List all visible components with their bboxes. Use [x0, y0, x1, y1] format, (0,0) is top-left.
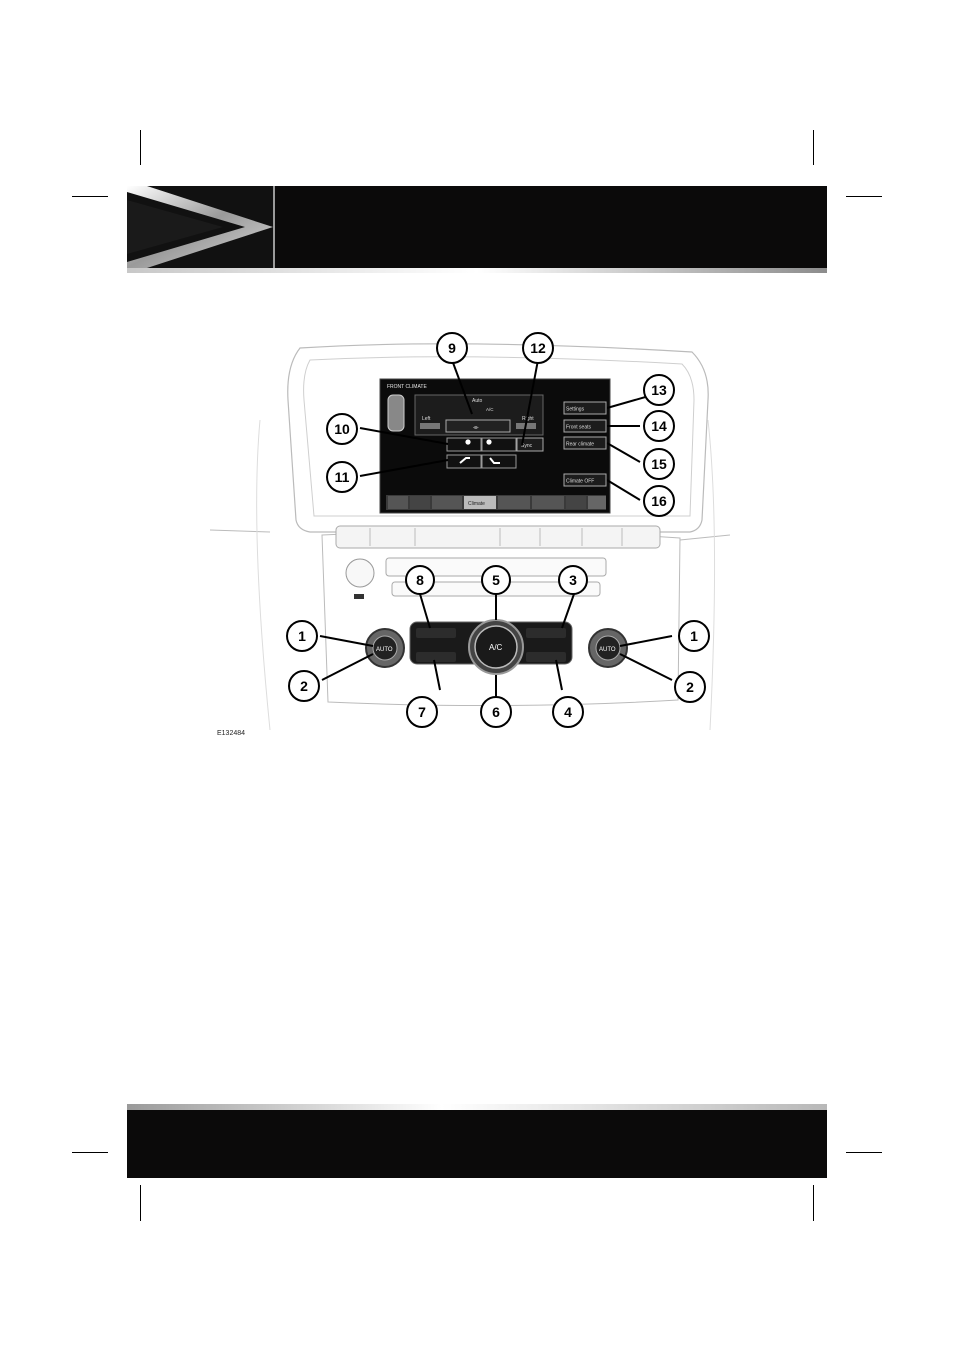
- svg-text:5: 5: [492, 572, 500, 588]
- callout-12: 12: [523, 333, 553, 363]
- left-auto-label: AUTO: [376, 647, 393, 653]
- rear-defrost-button[interactable]: [416, 652, 456, 662]
- svg-text:1: 1: [690, 628, 698, 644]
- header-banner: [127, 186, 827, 268]
- callout-5: 5: [482, 566, 510, 594]
- svg-text:2: 2: [300, 678, 308, 694]
- tab-empty[interactable]: [388, 496, 408, 509]
- callout-10: 10: [327, 414, 357, 444]
- crop-mark: [140, 1185, 141, 1221]
- callout-8: 8: [406, 566, 434, 594]
- header-divider: [273, 186, 275, 268]
- climate-panel: A/C AUTO AUTO: [366, 620, 627, 674]
- svg-text:12: 12: [530, 340, 546, 356]
- touchscreen: FRONT CLIMATE Auto A/C Left Right ⌯ Sync…: [380, 379, 610, 513]
- svg-text:8: 8: [416, 572, 424, 588]
- header-rule: [127, 268, 827, 273]
- car-outline-icon: [388, 395, 404, 431]
- svg-text:13: 13: [651, 382, 667, 398]
- chevron-graphic: [127, 186, 273, 268]
- seat-occupant-icon: [486, 439, 491, 444]
- ac-button-label: A/C: [489, 643, 503, 652]
- crop-mark: [846, 1152, 882, 1153]
- left-zone-label: Left: [422, 416, 431, 422]
- heated-seat-left-button[interactable]: [447, 438, 481, 451]
- figure-id: E132484: [217, 730, 245, 737]
- crop-mark: [813, 130, 814, 165]
- tab-empty[interactable]: [532, 496, 564, 509]
- callout-2-right: 2: [675, 672, 705, 702]
- svg-text:6: 6: [492, 704, 500, 720]
- screen-title: FRONT CLIMATE: [387, 384, 427, 390]
- defrost-icon: ⌯: [473, 424, 479, 431]
- svg-text:2: 2: [686, 679, 694, 695]
- svg-text:7: 7: [418, 704, 426, 720]
- air-vent: [336, 526, 660, 548]
- crop-mark: [813, 1185, 814, 1221]
- callout-3: 3: [559, 566, 587, 594]
- mode-label: Auto: [472, 398, 483, 404]
- callout-2-left: 2: [289, 671, 319, 701]
- callout-4: 4: [553, 697, 583, 727]
- climate-diagram: FRONT CLIMATE Auto A/C Left Right ⌯ Sync…: [210, 330, 730, 730]
- svg-text:9: 9: [448, 340, 456, 356]
- tab-empty[interactable]: [498, 496, 530, 509]
- heated-windscreen-button[interactable]: [416, 628, 456, 638]
- footer-banner: [127, 1110, 827, 1178]
- cooled-seat-right-button[interactable]: [482, 455, 516, 468]
- svg-text:14: 14: [651, 418, 667, 434]
- cooled-seat-left-button[interactable]: [447, 455, 481, 468]
- callout-16: 16: [644, 486, 674, 516]
- climate-off-button-label: Climate OFF: [566, 479, 594, 485]
- ac-label: A/C: [486, 407, 494, 412]
- seat-occupant-icon: [465, 439, 470, 444]
- crop-mark: [846, 196, 882, 197]
- tab-seat-right[interactable]: [566, 496, 586, 509]
- callout-15: 15: [644, 449, 674, 479]
- svg-text:3: 3: [569, 572, 577, 588]
- callout-1-right: 1: [679, 621, 709, 651]
- callout-7: 7: [407, 697, 437, 727]
- callout-14: 14: [644, 411, 674, 441]
- front-seats-button-label: Front seats: [566, 425, 592, 431]
- svg-text:16: 16: [651, 493, 667, 509]
- rear-climate-button-label: Rear climate: [566, 442, 594, 448]
- tab-seat-left[interactable]: [410, 496, 430, 509]
- start-button: [346, 559, 374, 587]
- recirculation-button[interactable]: [526, 652, 566, 662]
- svg-text:1: 1: [298, 628, 306, 644]
- callout-6: 6: [481, 697, 511, 727]
- tab-empty[interactable]: [432, 496, 462, 509]
- tab-climate-label: Climate: [468, 501, 485, 507]
- settings-button-label: Settings: [566, 407, 585, 413]
- right-auto-label: AUTO: [599, 647, 616, 653]
- heated-seat-right-button[interactable]: [482, 438, 516, 451]
- back-arrow-icon[interactable]: [588, 496, 606, 509]
- svg-text:15: 15: [651, 456, 667, 472]
- callout-11: 11: [327, 462, 357, 492]
- crop-mark: [72, 1152, 108, 1153]
- crop-mark: [72, 196, 108, 197]
- callout-1-left: 1: [287, 621, 317, 651]
- crop-mark: [140, 130, 141, 165]
- callout-9: 9: [437, 333, 467, 363]
- climate-control-figure: FRONT CLIMATE Auto A/C Left Right ⌯ Sync…: [210, 330, 730, 735]
- svg-text:10: 10: [334, 421, 350, 437]
- callout-13: 13: [644, 375, 674, 405]
- svg-text:11: 11: [335, 469, 350, 485]
- max-defrost-button[interactable]: [526, 628, 566, 638]
- svg-text:4: 4: [564, 704, 572, 720]
